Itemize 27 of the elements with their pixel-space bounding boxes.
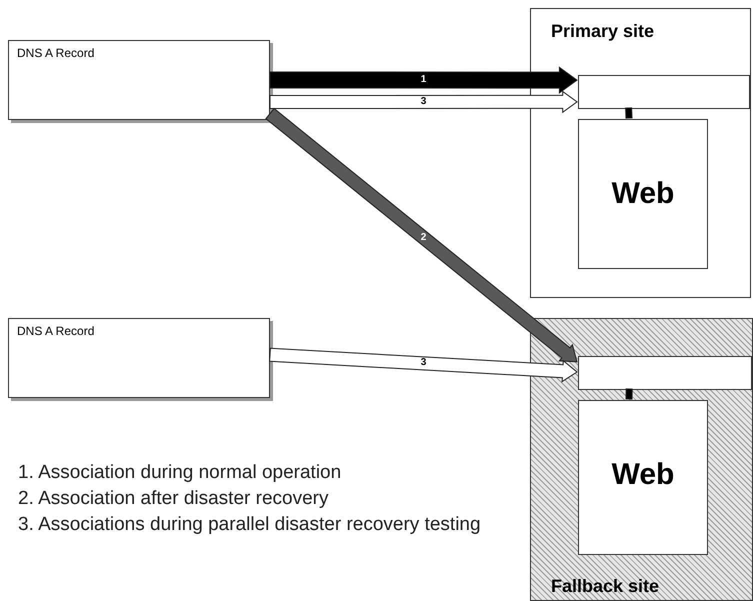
record-type-label: DNS A Record — [17, 323, 94, 339]
legend-note: 2. Association after disaster recovery — [18, 487, 330, 511]
site-panel — [530, 318, 753, 601]
block-arrow — [626, 388, 633, 400]
server-role-label: Web — [610, 176, 676, 212]
ip-box — [578, 356, 752, 390]
site-title: Fallback site — [551, 575, 660, 598]
block-arrow — [265, 108, 578, 362]
edge-label: 3 — [420, 96, 426, 107]
server-box — [578, 119, 708, 269]
block-arrow — [270, 90, 578, 114]
edge-label: 1 — [420, 75, 426, 86]
site-panel — [530, 8, 751, 298]
server-box — [578, 400, 708, 555]
server-role-label: Web — [610, 457, 676, 493]
site-title: Primary site — [551, 20, 654, 43]
block-arrow — [269, 348, 578, 383]
legend-note: 3. Associations during parallel disaster recovery testing — [18, 513, 482, 537]
block-arrow — [270, 66, 578, 94]
ip-box — [578, 75, 750, 109]
dns-record-box — [8, 318, 270, 398]
edge-label: 3 — [420, 358, 426, 368]
legend-note: 1. Association during normal operation — [18, 461, 342, 485]
record-type-label: DNS A Record — [17, 45, 94, 61]
block-arrow — [625, 107, 633, 119]
edge-label: 2 — [420, 232, 426, 243]
dns-record-box — [8, 40, 270, 120]
